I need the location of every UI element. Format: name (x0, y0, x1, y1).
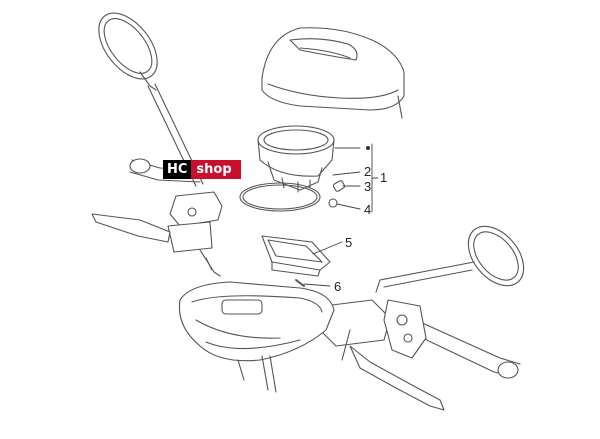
right-mirror (375, 225, 525, 293)
instrument-cover (261, 27, 405, 119)
electronic-module (261, 235, 331, 277)
right-control-assembly (319, 299, 445, 411)
logo-hc-text: HC (163, 160, 192, 179)
handlebar-cover (178, 281, 335, 393)
screw (295, 279, 305, 287)
fitting-part-3 (332, 180, 346, 192)
hc-shop-logo: HC shop (163, 160, 241, 179)
leader-lines (303, 143, 379, 287)
left-mirror (98, 12, 204, 187)
instrument-cluster (257, 125, 335, 193)
callout-3: 3 (364, 179, 372, 194)
callout-2: 2 (364, 164, 372, 179)
callout-6: 6 (334, 279, 342, 294)
gasket-ring (239, 182, 321, 212)
left-brake-assembly (91, 191, 223, 277)
fitting-part-4 (328, 198, 338, 208)
leader-dot (366, 146, 370, 150)
callout-5: 5 (345, 235, 353, 250)
handlebar (129, 158, 521, 379)
callout-4: 4 (364, 202, 372, 217)
logo-shop-text: shop (191, 160, 241, 179)
callout-1: 1 (380, 170, 388, 185)
